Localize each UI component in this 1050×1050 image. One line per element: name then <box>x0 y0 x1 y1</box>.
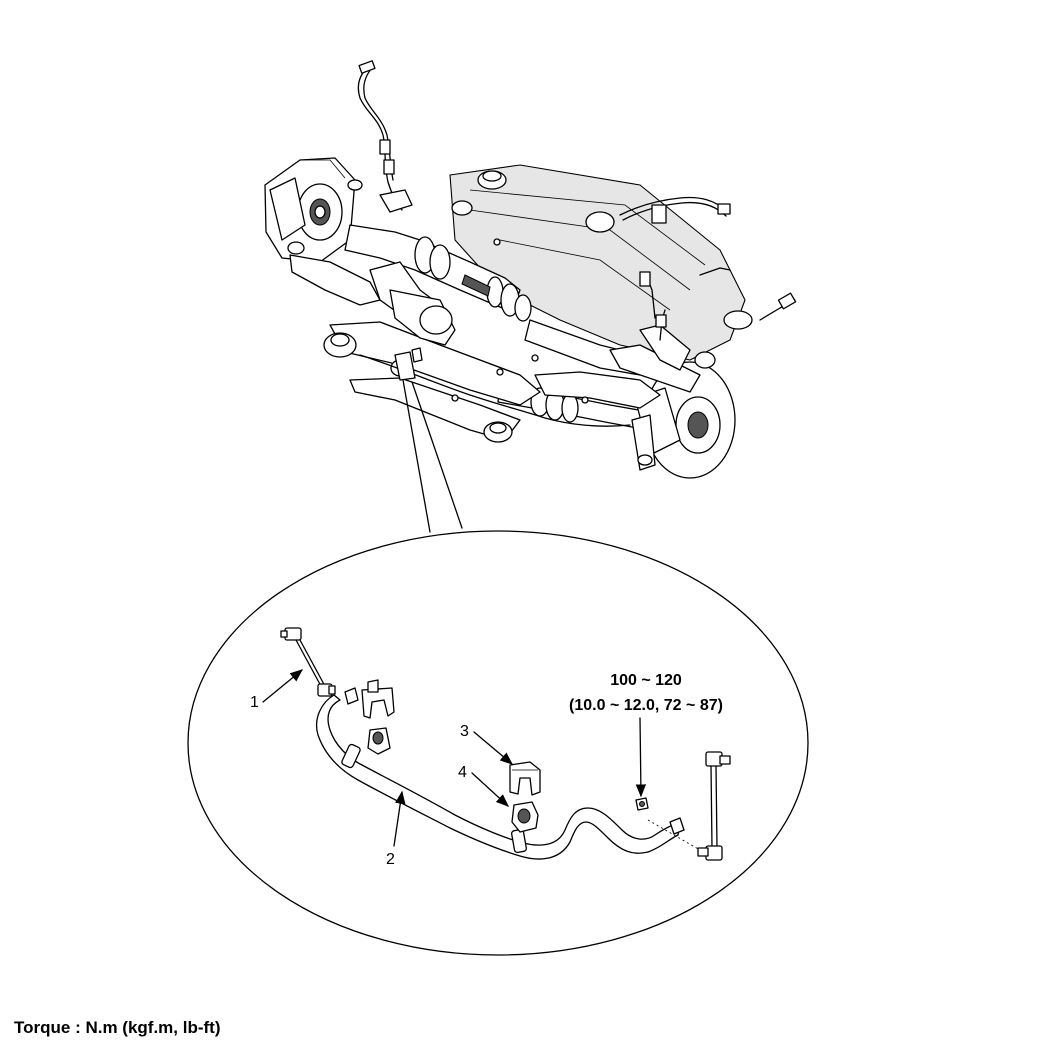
right-stabilizer-link <box>697 751 731 861</box>
callout-2: 2 <box>386 790 406 868</box>
callout-2-label: 2 <box>386 851 395 868</box>
callout-1-label: 1 <box>250 694 259 711</box>
callout-4-arrow <box>471 772 509 807</box>
callout-3-arrow <box>473 731 513 765</box>
left-stabilizer-link <box>280 627 336 697</box>
callout-3-label: 3 <box>460 723 469 740</box>
detail-leader-lines <box>402 379 463 533</box>
detail-components <box>280 627 731 861</box>
right-bracket <box>509 761 541 796</box>
callout-4: 4 <box>458 764 509 807</box>
callout-2-arrow <box>393 790 406 847</box>
torque-arrow <box>635 717 647 798</box>
detail-view-circle <box>187 530 809 956</box>
callout-3: 3 <box>460 723 513 765</box>
torque-conversions: (10.0 ~ 12.0, 72 ~ 87) <box>569 697 723 714</box>
stabilizer-bar <box>316 694 685 860</box>
right-nut <box>635 797 701 851</box>
callout-1: 1 <box>250 669 304 711</box>
torque-spec: 100 ~ 120 (10.0 ~ 12.0, 72 ~ 87) <box>569 672 723 798</box>
left-bracket-bushing <box>344 679 395 755</box>
torque-value: 100 ~ 120 <box>610 672 682 689</box>
callout-4-label: 4 <box>458 764 467 781</box>
right-bushing <box>511 801 539 833</box>
torque-units-footer: Torque : N.m (kgf.m, lb-ft) <box>14 1018 221 1037</box>
rear-suspension-assembly <box>264 60 797 479</box>
callout-1-arrow <box>262 669 304 703</box>
